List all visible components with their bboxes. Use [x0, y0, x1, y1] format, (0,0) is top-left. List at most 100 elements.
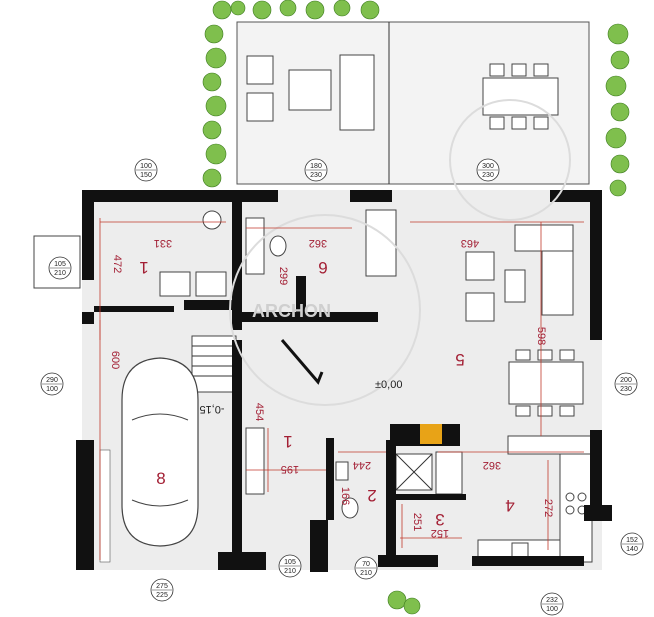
fireplace-fire — [420, 424, 442, 444]
terrace-chair — [533, 116, 549, 130]
armchair — [465, 292, 495, 322]
window-marker: 275 225 — [150, 578, 174, 602]
hob-burner — [577, 492, 587, 502]
dining-chair — [537, 405, 553, 417]
watermark: ARCHON — [229, 99, 571, 406]
window-marker: 300 230 — [476, 158, 500, 182]
dim-244: 244 — [353, 459, 371, 471]
terrace-chair — [489, 116, 505, 130]
entry-step — [33, 235, 81, 289]
room-number-3: 3 — [435, 510, 444, 529]
car — [121, 357, 199, 547]
window-marker: 105 210 — [48, 256, 72, 280]
sofa — [541, 250, 574, 316]
terrace — [236, 21, 590, 185]
dim-362: 362 — [309, 237, 327, 249]
room-number-2: 2 — [367, 486, 376, 505]
window-marker: 105 210 — [278, 554, 302, 578]
svg-text:275: 275 — [156, 583, 168, 590]
sofa — [514, 224, 574, 252]
level-garage: -0,15 — [199, 403, 224, 415]
svg-text:210: 210 — [284, 568, 296, 575]
window-marker: 290 100 — [40, 372, 64, 396]
terrace-armchair — [246, 55, 274, 85]
window-marker: 232 100 — [540, 592, 564, 616]
room-number-8: 8 — [156, 469, 165, 488]
svg-text:210: 210 — [360, 570, 372, 577]
svg-text:152: 152 — [626, 537, 638, 544]
wardrobe — [245, 427, 265, 495]
room-number-7: 1 — [139, 258, 148, 277]
svg-text:140: 140 — [626, 546, 638, 553]
toilet — [341, 497, 359, 519]
kitchen-counter — [507, 435, 593, 455]
dining-table — [508, 361, 584, 405]
shrub-bottom — [387, 590, 421, 615]
svg-text:105: 105 — [284, 559, 296, 566]
garage-door — [99, 449, 111, 563]
dim-299: 299 — [277, 267, 289, 285]
terrace-armchair — [246, 92, 274, 122]
terrace-chair — [511, 116, 527, 130]
staircase — [191, 335, 324, 393]
svg-text:290: 290 — [46, 377, 58, 384]
room-number-1: 1 — [283, 432, 292, 451]
room-number-4: 4 — [505, 496, 514, 515]
dim-195: 195 — [281, 463, 299, 475]
terrace-chair — [489, 63, 505, 77]
washing-machine — [159, 271, 191, 297]
sink — [511, 542, 529, 558]
dining-chair — [537, 349, 553, 361]
svg-text:300: 300 — [482, 163, 494, 170]
furniture — [33, 209, 593, 563]
svg-text:230: 230 — [310, 172, 322, 179]
watermark-brand: ARCHON — [252, 301, 331, 321]
dim-251: 251 — [411, 513, 423, 531]
svg-text:230: 230 — [620, 386, 632, 393]
window-marker: 180 230 — [304, 158, 328, 182]
window-marker: 152 140 — [620, 532, 644, 556]
dim-152: 152 — [431, 527, 449, 539]
dim-454: 454 — [253, 403, 265, 421]
walls — [76, 190, 612, 572]
dimension-labels: 331 472 362 299 463 598 600 454 195 244 … — [109, 237, 554, 539]
dim-272: 272 — [542, 499, 554, 517]
dim-362: 362 — [483, 459, 501, 471]
terrace-lounge-table — [288, 69, 332, 111]
svg-text:210: 210 — [54, 270, 66, 277]
dim-166: 166 — [339, 487, 351, 505]
svg-text:100: 100 — [140, 163, 152, 170]
dryer — [195, 271, 227, 297]
toilet — [269, 235, 287, 257]
dim-463: 463 — [461, 237, 479, 249]
room-numbers: 1 6 5 1 2 3 4 8 — [139, 258, 514, 529]
svg-text:100: 100 — [46, 386, 58, 393]
svg-text:150: 150 — [140, 172, 152, 179]
svg-text:230: 230 — [482, 172, 494, 179]
window-marker: 70 210 — [354, 556, 378, 580]
hedge-right — [605, 23, 630, 197]
level-main: ±0,00 — [375, 379, 402, 391]
washbasin — [335, 461, 349, 481]
hob-burner — [565, 505, 575, 515]
terrace-sofa — [339, 54, 375, 131]
terrace-dining-table — [482, 77, 559, 116]
dim-600: 600 — [109, 351, 121, 369]
dim-472: 472 — [111, 255, 123, 273]
armchair — [465, 251, 495, 281]
dining-chair — [559, 349, 575, 361]
dining-chair — [559, 405, 575, 417]
dining-chair — [515, 349, 531, 361]
svg-text:200: 200 — [620, 377, 632, 384]
svg-text:105: 105 — [54, 261, 66, 268]
level-marks: ±0,00 -0,15 — [199, 379, 402, 415]
window-marker: 200 230 — [614, 372, 638, 396]
coffee-table — [504, 269, 526, 303]
room-number-5: 5 — [455, 350, 464, 369]
svg-text:100: 100 — [546, 606, 558, 613]
window-markers: 100 150 180 230 300 230 105 210 290 100 … — [40, 158, 644, 616]
svg-text:70: 70 — [362, 561, 370, 568]
room-number-6: 6 — [318, 258, 327, 277]
svg-text:180: 180 — [310, 163, 322, 170]
